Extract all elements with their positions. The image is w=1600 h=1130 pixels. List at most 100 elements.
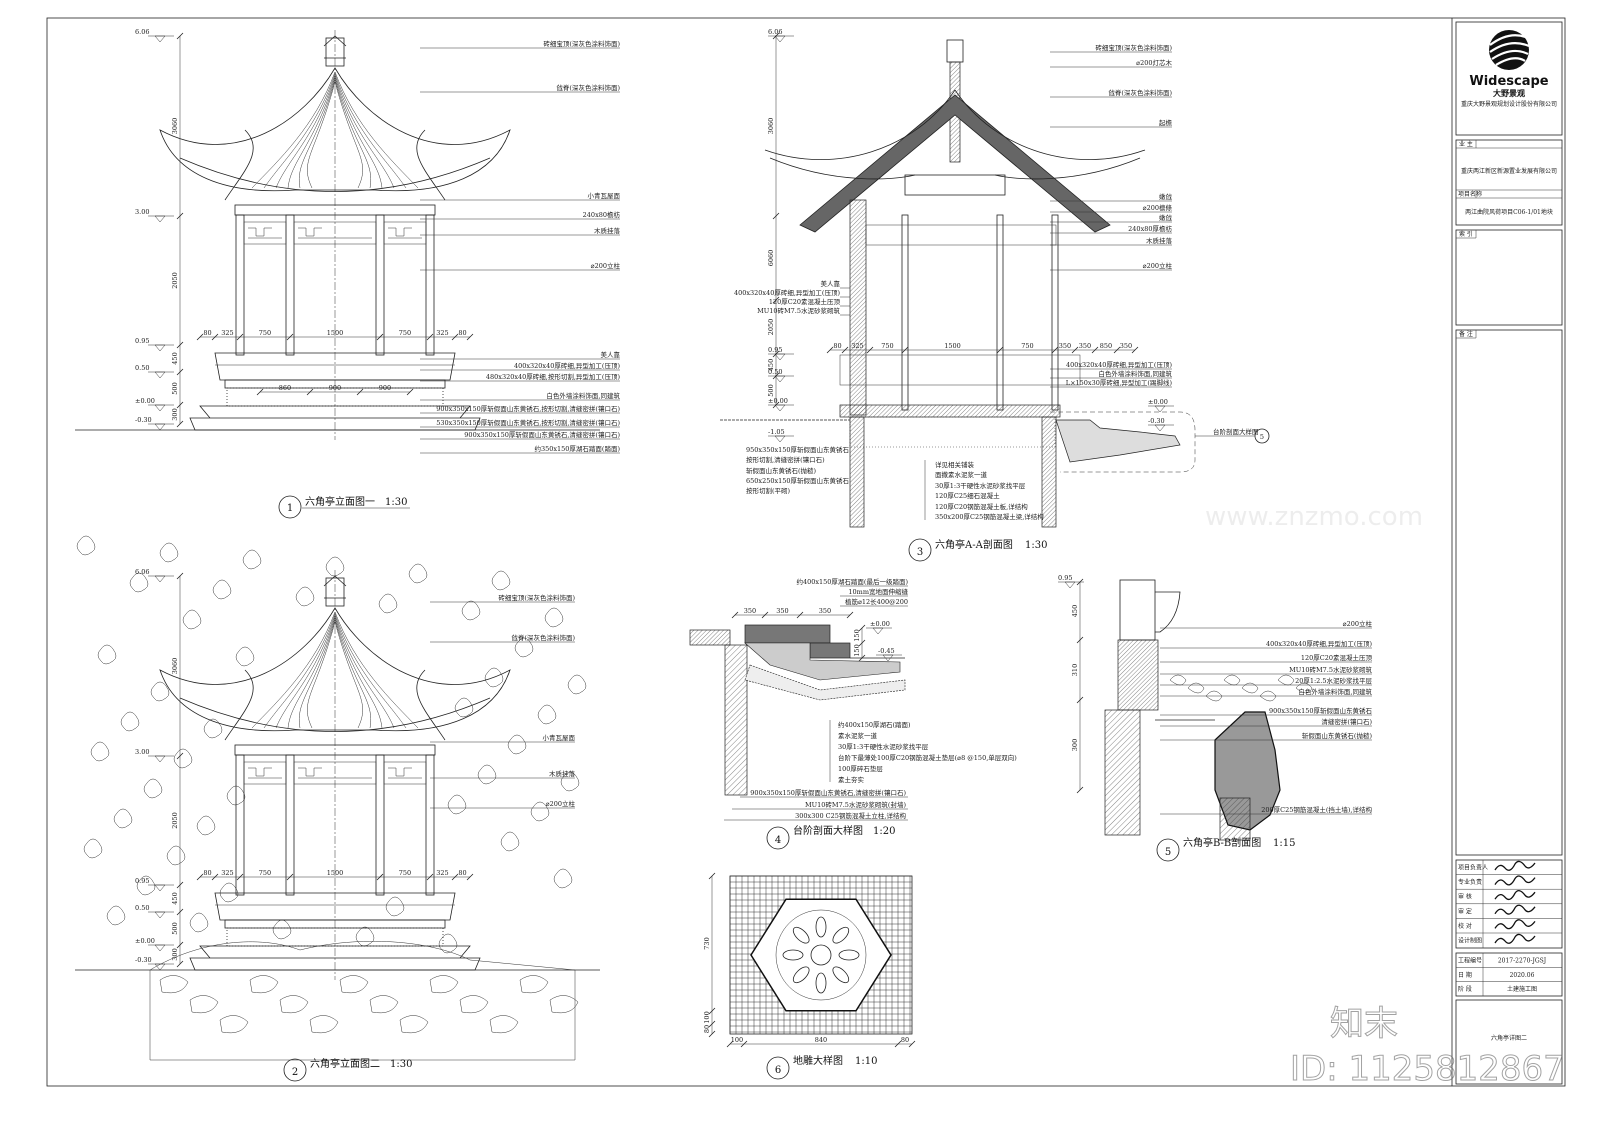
dimension-value: 1500 (327, 869, 344, 877)
drawing-title-4: 4 台阶剖面大样图 1:20 (766, 824, 895, 850)
column (375, 214, 385, 356)
drawing-number: 6 (775, 1065, 781, 1076)
foliage-icon (1169, 674, 1187, 686)
drawing-title: 台阶剖面大样图 (793, 824, 863, 837)
retaining-wall (724, 644, 748, 796)
foliage-icon (219, 882, 239, 903)
roof-tile-line (334, 73, 407, 189)
annotation-label: 120厚C20钢筋混凝土板,详结构 (935, 502, 1028, 511)
annotation-label: 400x320x40厚砖细,异型加工(压顶) (1066, 360, 1173, 369)
gravel-layer (744, 664, 906, 701)
column (235, 214, 245, 356)
column (996, 214, 1004, 411)
dimension-value: 350 (819, 607, 831, 615)
index-label: 索 引 (1459, 230, 1473, 238)
rock-icon (459, 995, 489, 1014)
level-value: 6.06 (135, 28, 149, 36)
info-label: 日 期 (1458, 971, 1472, 979)
drawing-name: 六角亭详图二 (1491, 1034, 1527, 1042)
foliage-icon (560, 771, 580, 792)
roof-tile-line (334, 621, 363, 729)
dimension-tick (1076, 696, 1084, 704)
roof-tile-line (334, 615, 395, 729)
dimension-tick (796, 611, 804, 619)
dimension-value: 450 (1071, 605, 1079, 617)
dimension-value: 3060 (767, 118, 775, 135)
widescape-logo-icon (1489, 30, 1530, 70)
foliage-icon (1277, 674, 1295, 686)
foliage-icon (143, 778, 163, 799)
level-value: 3.00 (135, 748, 149, 756)
lattice-pattern (248, 767, 282, 779)
lattice-pattern (248, 227, 282, 239)
foliage-icon (113, 808, 133, 829)
dimension-tick (1051, 346, 1059, 354)
annotation-label: 素土夯实 (838, 775, 865, 784)
foliage-icon (203, 718, 223, 739)
annotation-label: 白色外墙涂料饰面,同建筑 (546, 391, 620, 400)
roof-tile-line (263, 613, 336, 729)
annotation-label: 台阶下最薄处100厚C20钢筋混凝土垫层(⌀8 @150,单层双向) (838, 753, 1017, 762)
callout-circle (1254, 428, 1270, 444)
foliage-icon (461, 600, 481, 621)
dimension-value: 80 (458, 329, 466, 337)
dimension-value: 900 (379, 384, 391, 392)
annotation-label: MU10砖M7.5水泥砂浆砌筑 (757, 306, 840, 315)
dimension-tick (176, 572, 184, 580)
annotation-label: 戗脊(深灰色涂料饰面) (511, 633, 575, 642)
brick-pier (1117, 639, 1159, 711)
annotation-label: 530x350x150厚斩假面山东黄锈石,按形切割,清缝密拼(镶口石) (436, 418, 620, 427)
title-block: Widescape 大野景观 重庆大野景观规划设计股份有限公司 业 主 重庆两江… (1455, 21, 1563, 1085)
elevation-2: 6.063.000.950.50±0.00-0.3030602050450500… (75, 535, 600, 1061)
level-value: ±0.00 (1148, 398, 1168, 406)
project-value: 两江曲院风荷项目C06-1/01地块 (1465, 208, 1553, 216)
foliage-icon (129, 572, 149, 593)
annotation-label: 白色外墙涂料饰面,同建筑 (1298, 687, 1372, 696)
roof-tile-line (299, 619, 336, 729)
annotation-label: 砖细宝顶(深灰色涂料饰面) (498, 593, 575, 602)
level-value: ±0.00 (870, 620, 890, 628)
level-value: 0.50 (135, 904, 149, 912)
petal-icon (838, 949, 860, 961)
annotation-label: 木质挂落 (1146, 236, 1173, 245)
callout-number: 5 (1260, 433, 1264, 441)
dimension-value: 2050 (767, 319, 775, 336)
dimension-value: 350 (744, 607, 756, 615)
roof-tile-line (334, 613, 407, 729)
hip-ridge (224, 669, 446, 741)
annotation-label: 900x350x150厚斩假面山东黄锈石,清缝密拼(镶口石) (750, 788, 906, 797)
dimension-tick (1131, 346, 1139, 354)
annotation-label: 砖细宝顶(深灰色涂料饰面) (543, 39, 620, 48)
foliage-icon (537, 704, 557, 725)
annotation-label: ⌀200立柱 (591, 261, 621, 270)
dimension-tick (176, 32, 184, 40)
dimension-tick (731, 611, 739, 619)
roof-tile-line (334, 81, 363, 189)
dimension-tick (176, 341, 184, 349)
annotation-label: 斩假面山东黄锈石(抛糙) (1302, 731, 1373, 740)
dimension-tick (376, 873, 384, 881)
dimension-tick (894, 1040, 902, 1048)
annotation-label: 240x80厚檐枋 (1128, 224, 1172, 233)
foliage-icon (477, 764, 497, 785)
signature-role-label: 设计制图 (1458, 937, 1482, 945)
drawing-title-1: 1 六角亭立面图一 1:30 (278, 495, 410, 519)
drawing-title-5: 5 六角亭B-B剖面图 1:15 (1156, 836, 1295, 862)
watermark-layer: www.znzmo.com (1205, 502, 1423, 532)
dimension-tick (236, 333, 244, 341)
column (901, 214, 909, 411)
drawing-number: 1 (287, 503, 293, 514)
annotation-label: 900x350x150厚斩假面山东黄锈石,清缝密拼(镶口石) (464, 430, 620, 439)
annotation-label: ⌀200立柱 (1343, 619, 1373, 628)
level-value: -0.45 (878, 647, 895, 655)
dimension-value: 750 (399, 329, 411, 337)
foliage-icon (408, 563, 428, 584)
level-marker-icon (154, 215, 166, 223)
level-value: 0.50 (768, 368, 782, 376)
dimension-tick (708, 1007, 716, 1015)
annotation-label: 砖细宝顶(深灰色涂料饰面) (1095, 43, 1172, 52)
dimension-tick (841, 346, 849, 354)
dimension-tick (708, 1030, 716, 1038)
annotation-label: 木质挂落 (594, 226, 621, 235)
dimension-tick (846, 611, 854, 619)
